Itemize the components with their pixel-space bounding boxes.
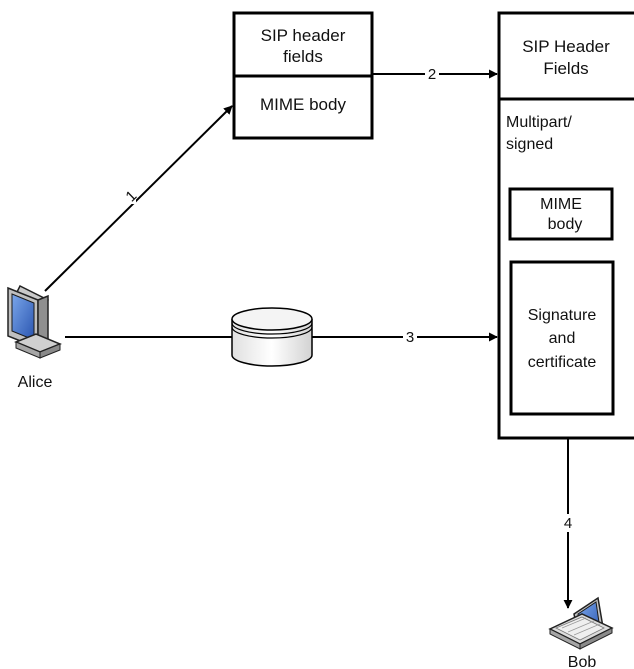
step-3-label: 3 — [406, 329, 414, 346]
flow-arrows: 1 2 3 4 — [44, 66, 576, 609]
left-header-label-line2: fields — [283, 47, 323, 66]
signature-label-line2: and — [549, 330, 576, 347]
arrow-step-1 — [44, 105, 233, 292]
receiver-label: Bob — [568, 654, 597, 669]
left-mime-body-box — [232, 74, 374, 140]
multipart-label-line1: Multipart/ — [506, 114, 572, 131]
signature-certificate-box — [509, 260, 615, 416]
step-4-label: 4 — [564, 515, 572, 532]
right-header-label-line2: Fields — [543, 59, 588, 78]
laptop-icon — [548, 596, 614, 650]
right-mime-label-line2: body — [548, 216, 583, 233]
sender-label: Alice — [18, 374, 53, 391]
right-mime-label-line1: MIME — [540, 196, 582, 213]
step-2-label: 2 — [428, 66, 436, 83]
left-header-label-line1: SIP header — [261, 26, 346, 45]
multipart-label-line2: signed — [506, 136, 553, 153]
step-1-label-bg — [124, 188, 136, 204]
right-mime-body-box — [508, 187, 614, 241]
left-mime-body-label: MIME body — [260, 95, 346, 114]
left-header-box — [232, 11, 374, 78]
signature-label-line3: certificate — [528, 354, 597, 371]
right-header-box — [497, 11, 634, 101]
signature-label-line1: Signature — [528, 307, 597, 324]
left-sip-message: SIP header fields MIME body — [232, 11, 374, 140]
desktop-computer-icon — [7, 284, 62, 359]
step-2-label-bg — [425, 66, 439, 83]
step-3-label-bg — [403, 329, 417, 346]
right-header-label-line1: SIP Header — [522, 37, 610, 56]
right-signed-message: SIP Header Fields Multipart/ signed MIME… — [497, 11, 634, 440]
database-cylinder-icon — [231, 307, 313, 367]
step-4-label-bg — [560, 514, 576, 532]
